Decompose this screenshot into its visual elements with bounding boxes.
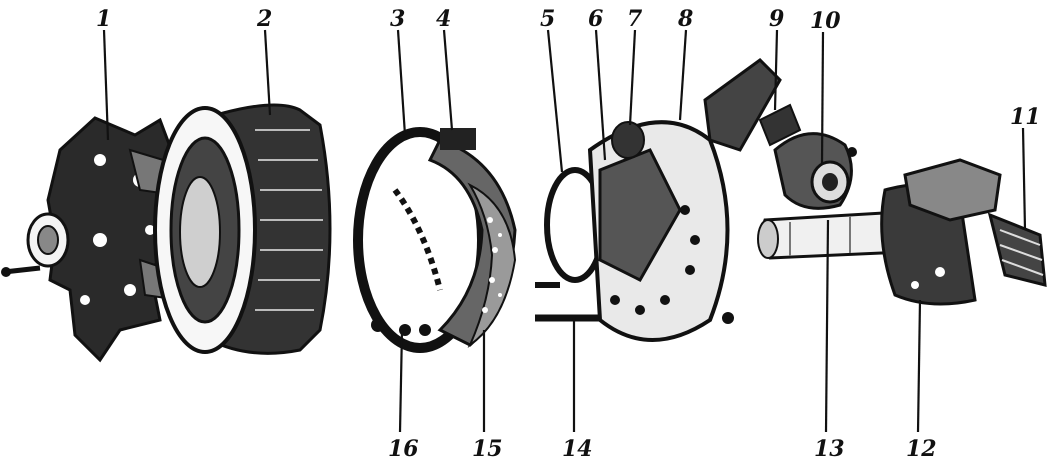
part-brake-cam (758, 103, 857, 210)
label-1: 1 (96, 6, 111, 32)
label-4: 4 (436, 6, 451, 32)
label-11: 11 (1010, 104, 1041, 130)
part-steering-knuckle (757, 158, 1047, 306)
label-12: 12 (906, 436, 937, 462)
label-6: 6 (588, 6, 603, 32)
label-15: 15 (472, 436, 503, 462)
label-14: 14 (562, 436, 593, 462)
part-brake-shoes (353, 127, 517, 353)
part-backing-plate (535, 58, 782, 342)
label-9: 9 (769, 6, 784, 32)
leader-lines (102, 29, 1027, 433)
label-10: 10 (810, 8, 841, 34)
label-5: 5 (540, 6, 555, 32)
label-7: 7 (627, 6, 643, 32)
label-13: 13 (814, 436, 845, 462)
label-16: 16 (388, 436, 419, 462)
label-8: 8 (677, 6, 693, 32)
label-3: 3 (390, 6, 405, 32)
label-2: 2 (256, 6, 272, 32)
part-brake-drum (153, 103, 332, 355)
